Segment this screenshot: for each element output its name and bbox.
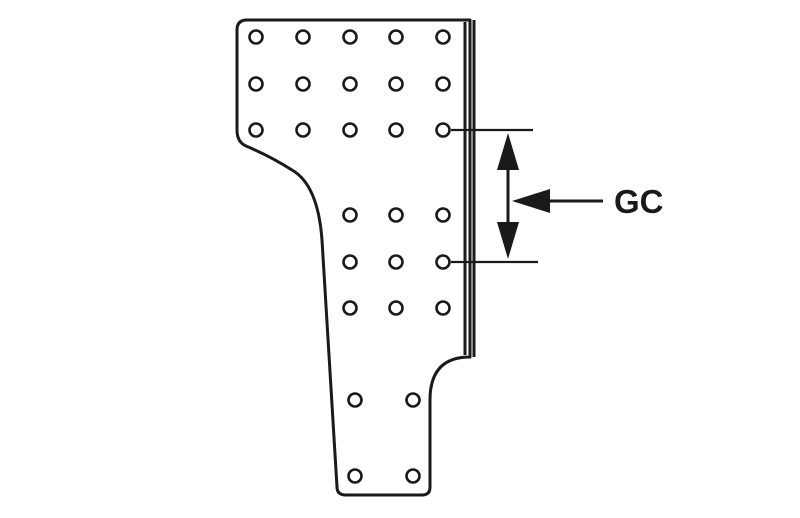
bolt-hole [388,207,404,223]
callout-label: GC [614,183,664,220]
bolt-hole [388,122,404,138]
bolt-hole [295,29,311,45]
bolt-hole [435,254,451,270]
bolt-hole [295,122,311,138]
bolt-hole [342,76,358,92]
bolt-hole [435,29,451,45]
bolt-hole [405,392,421,408]
bolt-hole [342,254,358,270]
bolt-hole [342,122,358,138]
bolt-hole [248,122,264,138]
bolt-hole [347,392,363,408]
bolt-hole-group [248,29,451,484]
bolt-hole [388,76,404,92]
callout-arrow-left-icon [512,189,550,213]
dimension-arrow-down-icon [497,222,519,259]
bolt-hole [388,29,404,45]
dimension-arrow-up-icon [497,133,519,170]
bolt-hole [435,300,451,316]
bolt-hole [388,300,404,316]
bolt-hole [342,29,358,45]
bolt-hole [295,76,311,92]
bolt-hole [248,76,264,92]
bolt-hole [388,254,404,270]
bolt-hole [347,468,363,484]
bolt-hole [435,207,451,223]
bolt-hole [248,29,264,45]
bolt-hole [342,300,358,316]
bolt-hole [342,207,358,223]
bolt-hole [435,76,451,92]
bolt-hole [435,122,451,138]
bolt-hole [405,468,421,484]
